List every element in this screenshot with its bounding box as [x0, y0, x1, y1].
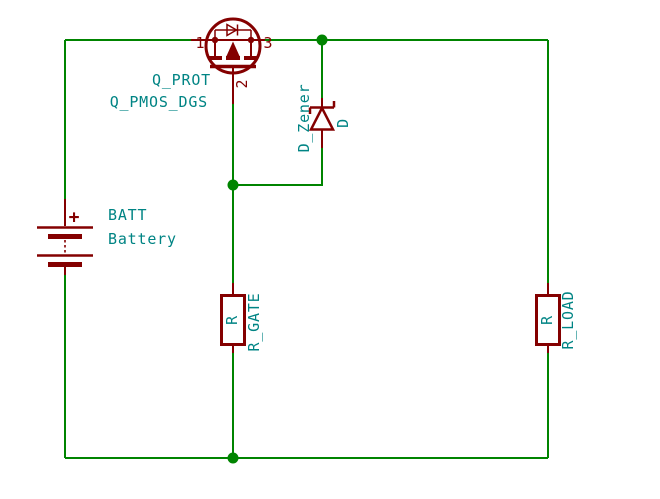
junction-bottom[interactable] [227, 452, 239, 464]
r-gate-value-label[interactable]: R_GATE [245, 293, 263, 352]
r-load-symbol[interactable]: R R_LOAD [535, 283, 578, 353]
r-load-value-label[interactable]: R_LOAD [559, 291, 577, 350]
mosfet-pin-number-2: 2 [233, 79, 251, 88]
mosfet-arrow [226, 41, 240, 56]
mosfet-ref-label[interactable]: Q_PROT [152, 71, 211, 89]
r-gate-ref-label[interactable]: R [223, 315, 241, 325]
mosfet-pin-number-3: 3 [263, 34, 272, 52]
battery-value-label[interactable]: Battery [108, 230, 177, 248]
zener-anode-triangle [308, 105, 336, 131]
r-load-body[interactable] [535, 294, 561, 346]
r-gate-body[interactable] [220, 294, 246, 346]
battery-ref-label[interactable]: BATT [108, 206, 147, 224]
battery-symbol[interactable]: + BATT Battery [37, 199, 177, 275]
r-gate-symbol[interactable]: R R_GATE [220, 283, 264, 353]
zener-symbol[interactable]: D_Zener D [295, 84, 352, 153]
zener-value-label[interactable]: D [334, 118, 352, 128]
r-load-ref-label[interactable]: R [538, 315, 556, 325]
mosfet-value-label[interactable]: Q_PMOS_DGS [110, 93, 208, 111]
body-diode-triangle [226, 23, 238, 37]
junction-middle[interactable] [227, 179, 239, 191]
mosfet-pin-number-1: 1 [195, 34, 204, 52]
zener-ref-label[interactable]: D_Zener [295, 84, 313, 153]
wires [64, 39, 549, 459]
junctions [227, 34, 328, 464]
mosfet-symbol[interactable]: 1 3 2 Q_PROT Q_PMOS_DGS [110, 17, 273, 111]
battery-plus-mark: + [69, 207, 80, 228]
junction-top[interactable] [316, 34, 328, 46]
